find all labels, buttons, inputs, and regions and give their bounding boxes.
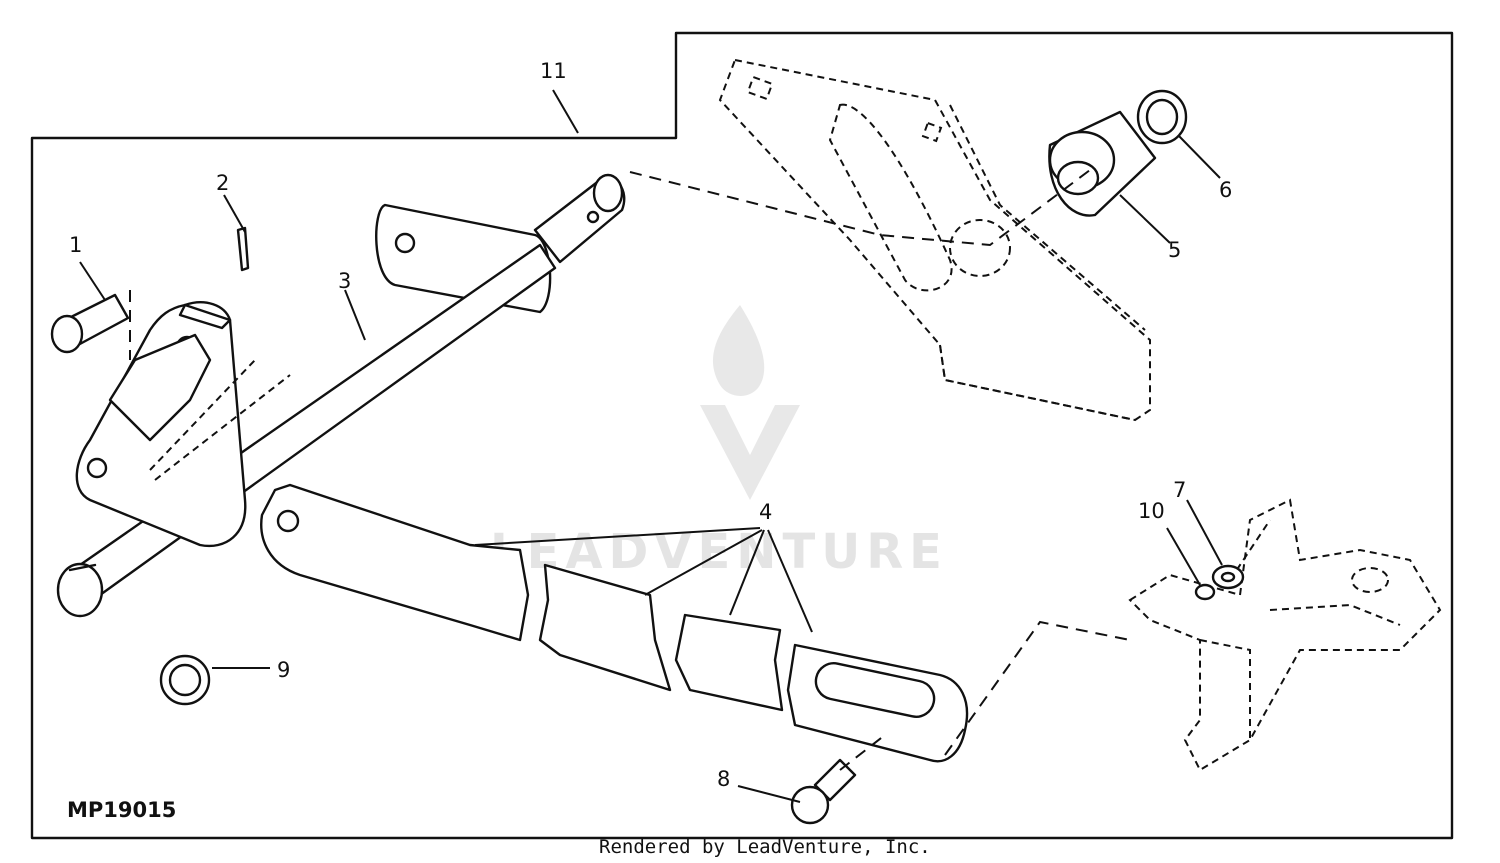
callout-3: 3 bbox=[338, 269, 351, 293]
leadventure-watermark: LEADVENTURE bbox=[490, 305, 942, 580]
callout-11: 11 bbox=[540, 59, 567, 83]
callout-7: 7 bbox=[1173, 478, 1186, 502]
link-sections bbox=[260, 483, 969, 763]
cotter-pin bbox=[236, 226, 250, 272]
nut bbox=[1211, 564, 1245, 590]
assembly-frame bbox=[30, 31, 1454, 840]
washer bbox=[1194, 583, 1216, 601]
bushing bbox=[1048, 110, 1157, 217]
mounting-bracket-ghost bbox=[718, 58, 1151, 422]
callout-9: 9 bbox=[277, 658, 290, 682]
shaft-assembly bbox=[56, 173, 626, 618]
callout-1: 1 bbox=[69, 233, 82, 257]
clevis-pin bbox=[50, 293, 130, 354]
figure-id: MP19015 bbox=[67, 798, 176, 822]
callout-6: 6 bbox=[1219, 178, 1232, 202]
plug bbox=[159, 654, 211, 706]
callout-5: 5 bbox=[1168, 238, 1181, 262]
snap-ring bbox=[1136, 89, 1188, 145]
callout-4: 4 bbox=[759, 500, 772, 524]
footer-credit: Rendered by LeadVenture, Inc. bbox=[599, 836, 931, 858]
callout-10: 10 bbox=[1138, 499, 1165, 523]
shoulder-bolt bbox=[790, 758, 857, 825]
lower-bracket-ghost bbox=[1128, 498, 1442, 772]
callout-2: 2 bbox=[216, 171, 229, 195]
callout-8: 8 bbox=[717, 767, 730, 791]
